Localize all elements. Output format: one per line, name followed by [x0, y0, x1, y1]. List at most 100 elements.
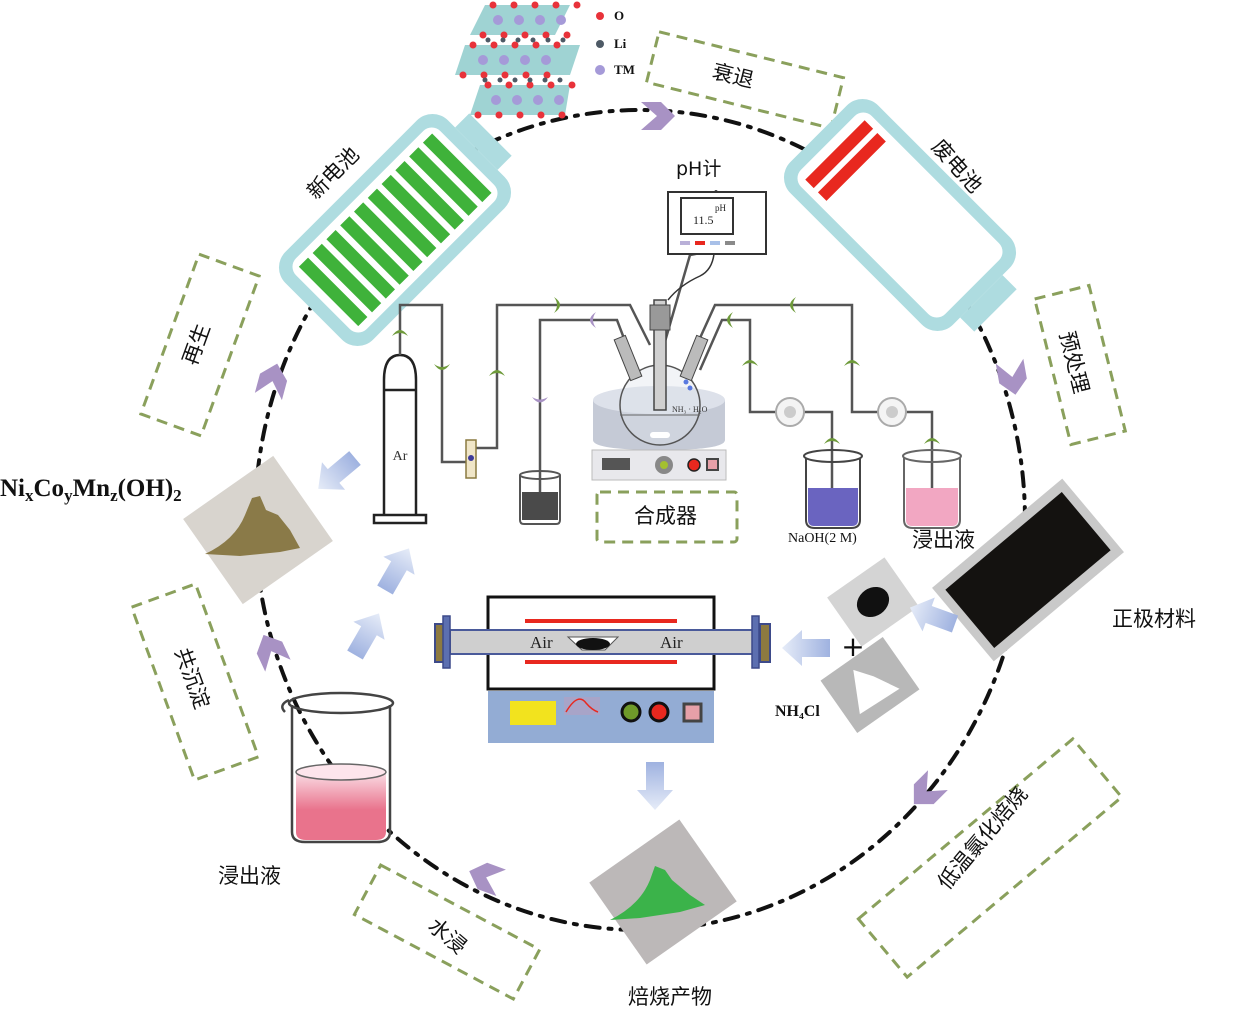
oxygen-atom [516, 111, 524, 119]
ph-reading: 11.5 [693, 213, 714, 227]
oxygen-atom [543, 71, 551, 79]
layered-crystal-structure [455, 1, 581, 119]
tm-atom [554, 95, 564, 105]
battery-cell [381, 174, 451, 244]
flow-arrow-icon [637, 762, 673, 810]
oxygen-atom [573, 1, 581, 9]
oxygen-atom [563, 31, 571, 39]
spent-battery-icon [783, 98, 1017, 332]
oxygen-atom [490, 41, 498, 49]
leachate-label-bottom: 浸出液 [218, 864, 281, 888]
oxygen-atom [511, 41, 519, 49]
flask-content-label: NH₃ · H₂O [672, 405, 708, 414]
ph-unit: pH [715, 203, 727, 213]
lithium-atom [542, 77, 548, 83]
tm-atom [533, 95, 543, 105]
oxygen-atom [484, 81, 492, 89]
peristaltic-pump [877, 397, 907, 427]
cycle-arrow-icon [641, 102, 675, 130]
tm-atom [512, 95, 522, 105]
oxygen-atom [568, 81, 576, 89]
formula-mn: Mn [72, 475, 111, 502]
tm-atom [541, 55, 551, 65]
oxygen-atom [459, 71, 467, 79]
argon-cylinder [372, 353, 428, 525]
lithium-atom [500, 37, 506, 43]
lithium-atom [515, 37, 521, 43]
oxygen-atom [501, 71, 509, 79]
oxygen-atom [474, 111, 482, 119]
pipe-arrow-icon [532, 397, 548, 403]
battery-cell [409, 147, 478, 216]
naoh-beaker [803, 449, 863, 529]
oxygen-atom [542, 31, 550, 39]
ph-meter [667, 191, 767, 301]
oxygen-atom [489, 1, 497, 9]
oxygen-atom [537, 111, 545, 119]
cathode-material-label: 正极材料 [1112, 607, 1196, 631]
lithium-atom [512, 77, 518, 83]
argon-label: Ar [393, 449, 408, 464]
plus-sign: + [841, 630, 864, 663]
step-box-synthesizer [595, 490, 739, 544]
oxygen-atom [532, 41, 540, 49]
furnace-air-left: Air [530, 633, 553, 652]
formula-sub-y: y [64, 486, 73, 505]
oxygen-atom [500, 31, 508, 39]
nh4cl-powder-icon [820, 636, 920, 734]
precursor-powder [205, 496, 300, 556]
oxygen-atom [553, 41, 561, 49]
oxygen-atom [480, 71, 488, 79]
tm-atom [535, 15, 545, 25]
flow-arrow-icon [369, 539, 425, 599]
reactor [591, 299, 727, 481]
pipe-arrow-icon [590, 312, 596, 328]
tm-atom [514, 15, 524, 25]
step-box-roasting [856, 736, 1124, 980]
oxygen-atom [495, 111, 503, 119]
flow-arrow-icon [306, 444, 367, 503]
synthesizer-label: 合成器 [634, 504, 697, 528]
tm-dot-icon [595, 65, 605, 75]
oxygen-atom [526, 81, 534, 89]
naoh-label: NaOH(2 M) [788, 531, 857, 546]
legend-label-tm: TM [614, 62, 635, 77]
formula-sub-x: x [25, 486, 34, 505]
new-battery-icon [278, 113, 512, 347]
oxygen-atom [531, 1, 539, 9]
step-box-regeneration [138, 252, 262, 438]
battery-cell [367, 188, 437, 258]
ph-meter-label: pH计 [676, 158, 722, 180]
peristaltic-pump [775, 397, 805, 427]
lithium-atom [485, 37, 491, 43]
tm-atom [478, 55, 488, 65]
oxygen-dot-icon [596, 12, 604, 20]
cathode-powder-icon [827, 557, 919, 647]
roast-product-label: 焙烧产物 [628, 985, 712, 1009]
cycle-arrow-icon [903, 770, 948, 815]
formula-sub-z: z [110, 486, 118, 505]
battery-cell [298, 257, 368, 327]
battery-cell [395, 161, 464, 230]
lithium-atom [527, 77, 533, 83]
oxygen-atom [510, 1, 518, 9]
precursor-formula: NixCoyMnz(OH)2 [0, 476, 182, 504]
roast-product-powder [610, 866, 705, 920]
flow-arrow-icon [339, 604, 395, 664]
lithium-atom [530, 37, 536, 43]
oxygen-atom [552, 1, 560, 9]
formula-oh: (OH) [117, 475, 174, 502]
leachate-beaker-icon [281, 691, 395, 844]
tm-atom [556, 15, 566, 25]
legend-label-li: Li [614, 36, 627, 51]
tube-furnace [434, 595, 771, 743]
oxygen-atom [558, 111, 566, 119]
oxygen-atom [547, 81, 555, 89]
formula-co: Co [33, 475, 65, 502]
step-box-degradation [644, 29, 846, 131]
battery-cell [353, 202, 423, 272]
formula-ni: Ni [0, 475, 25, 502]
cycle-arrow-icon [464, 858, 506, 896]
cycle-arrow-icon [995, 358, 1030, 398]
